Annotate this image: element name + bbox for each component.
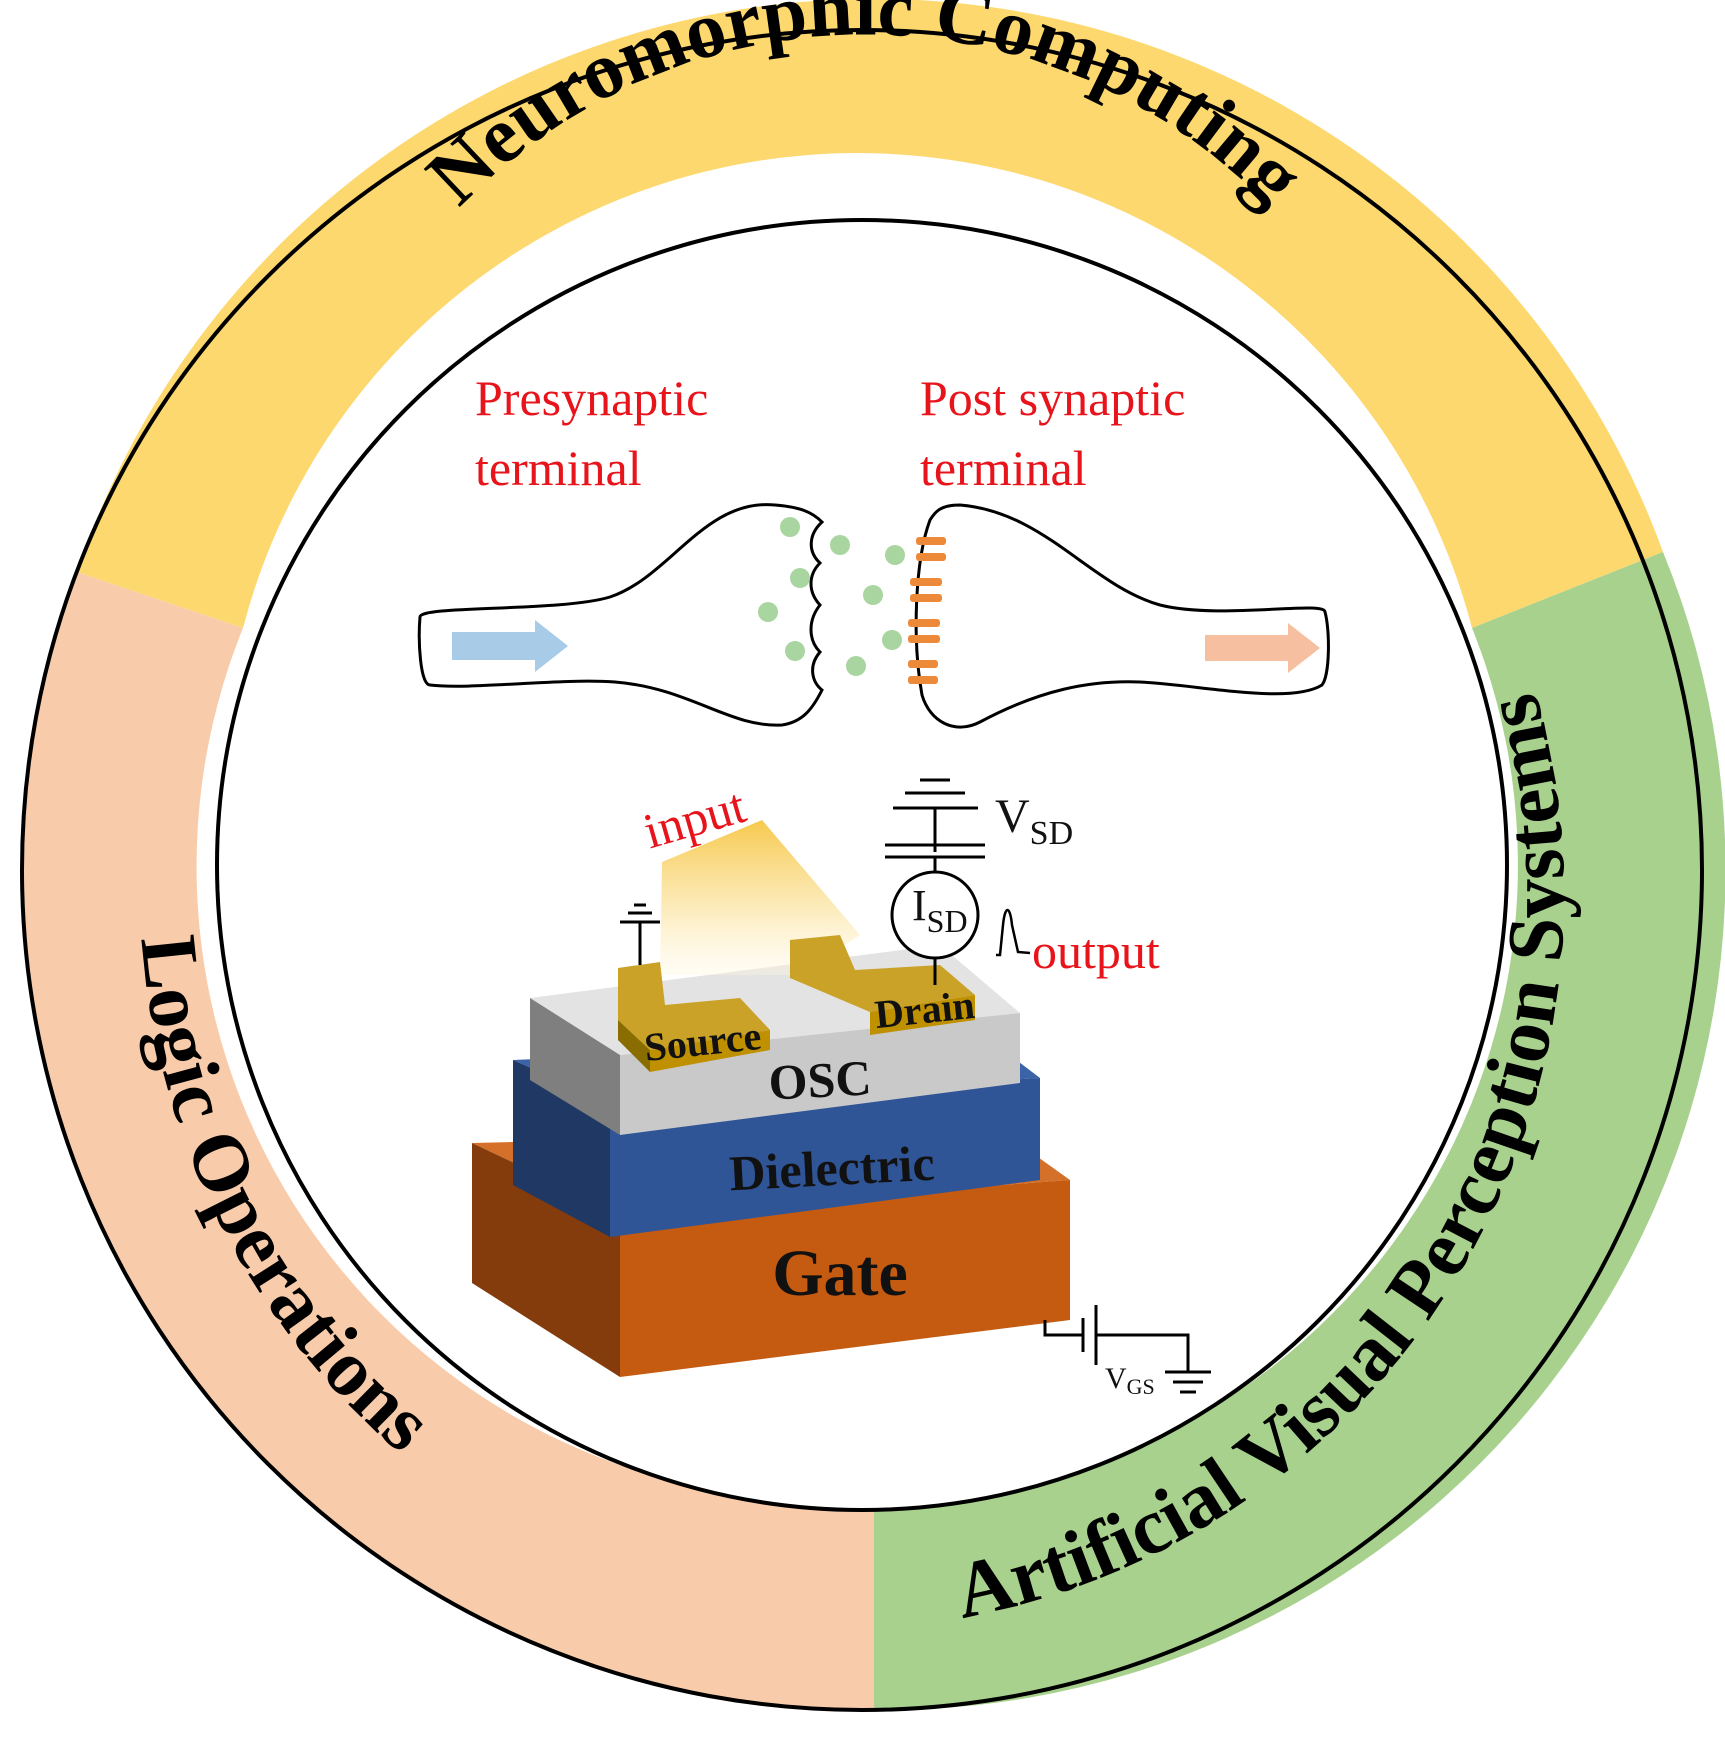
gate-front-face bbox=[620, 1180, 1070, 1377]
receptor bbox=[910, 594, 942, 602]
neurotransmitter-vesicle bbox=[780, 517, 800, 537]
receptor bbox=[908, 676, 938, 684]
neurotransmitter-vesicle bbox=[790, 568, 810, 588]
receptor bbox=[908, 619, 940, 627]
output-label: output bbox=[1032, 923, 1160, 979]
receptor bbox=[916, 537, 946, 545]
neurotransmitter-vesicle bbox=[758, 602, 778, 622]
presynaptic-label-line2: terminal bbox=[475, 440, 642, 496]
receptor bbox=[908, 660, 938, 668]
vgs-battery-icon bbox=[1043, 1305, 1190, 1372]
presynaptic-signal-arrow bbox=[452, 620, 568, 672]
vsd-label: VSD bbox=[995, 790, 1073, 852]
output-pulse-icon bbox=[996, 908, 1031, 957]
neurotransmitter-vesicle bbox=[885, 545, 905, 565]
isd-label: ISD bbox=[912, 881, 968, 939]
light-beam bbox=[660, 820, 860, 975]
gate-label: Gate bbox=[772, 1237, 908, 1310]
osc-left-face bbox=[530, 998, 620, 1135]
neurotransmitter-vesicle bbox=[830, 535, 850, 555]
drain-electrode: Drain bbox=[790, 935, 977, 1037]
source-ground-icon bbox=[620, 903, 660, 965]
receptor bbox=[908, 635, 940, 643]
neurotransmitter-vesicle bbox=[785, 641, 805, 661]
ring-outer-border bbox=[20, 28, 1704, 1712]
dielectric-label: Dielectric bbox=[728, 1135, 936, 1202]
source-front-face bbox=[650, 1030, 770, 1072]
postsynaptic-label-line1: Post synaptic bbox=[920, 370, 1185, 426]
postsynaptic-signal-arrow bbox=[1205, 623, 1320, 673]
receptors bbox=[908, 537, 946, 684]
transistor-device: Gate Dielectric OSC Source bbox=[472, 777, 1211, 1399]
synapse-illustration: Presynaptic terminal Post synaptic termi… bbox=[417, 370, 1330, 729]
osc-front-face bbox=[620, 1013, 1020, 1135]
source-side-face bbox=[618, 968, 650, 1072]
vsd-battery-icon bbox=[885, 778, 985, 872]
neurotransmitter-vesicle bbox=[846, 656, 866, 676]
postsynaptic-label-line2: terminal bbox=[920, 440, 1087, 496]
ring-sector-right bbox=[874, 552, 1725, 1711]
ring: Neuromorphic Computing Logic Operations … bbox=[20, 0, 1725, 1712]
source-top-face bbox=[618, 962, 770, 1050]
vgs-ground-icon bbox=[1165, 1370, 1211, 1394]
presynaptic-label-line1: Presynaptic bbox=[475, 370, 708, 426]
presynaptic-terminal-outline bbox=[417, 503, 825, 727]
receptor bbox=[916, 553, 946, 561]
osc-label: OSC bbox=[767, 1049, 873, 1110]
ring-sector-left bbox=[22, 572, 874, 1711]
receptor bbox=[910, 578, 942, 586]
drain-front-face bbox=[870, 995, 975, 1035]
neurotransmitter-vesicle bbox=[863, 585, 883, 605]
neurotransmitter-vesicles bbox=[758, 517, 905, 676]
neurotransmitter-vesicle bbox=[882, 630, 902, 650]
ring-sector-top bbox=[77, 0, 1663, 628]
drain-label: Drain bbox=[873, 982, 977, 1037]
drain-top-face bbox=[790, 935, 975, 1012]
vgs-label: VGS bbox=[1105, 1362, 1155, 1399]
